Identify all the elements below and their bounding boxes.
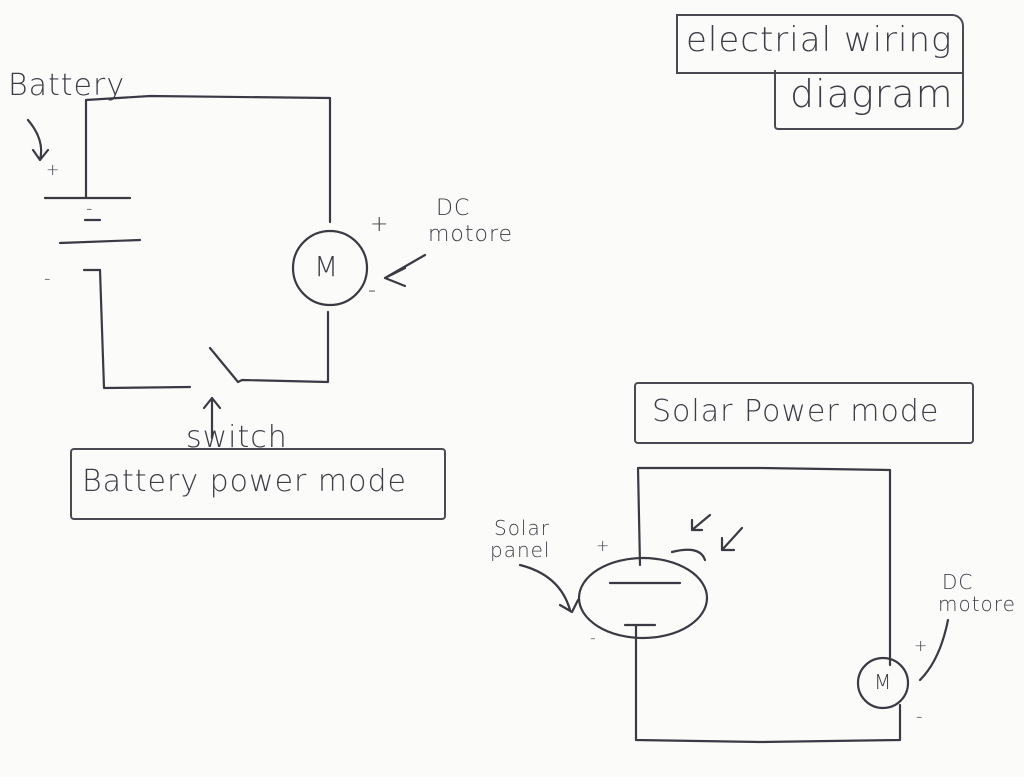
battery-cell-lines — [43, 196, 142, 272]
solar-motor-symbol-label: M — [874, 670, 893, 694]
dc-motor-label-2: motore — [428, 222, 514, 247]
solar-panel-label-2: panel — [490, 538, 551, 562]
dc-motor-symbol-solar — [856, 656, 910, 710]
motor-pointer-arrow-icon — [918, 618, 950, 682]
battery-pointer-arrow-icon — [26, 118, 50, 162]
dc-motor-label: DC — [436, 196, 471, 221]
battery-circuit-wire — [84, 94, 332, 224]
title-box — [676, 14, 964, 74]
battery-minus-sign: - — [86, 198, 94, 219]
dc-motor-symbol — [291, 229, 369, 307]
battery-mode-label: Battery power mode — [82, 464, 407, 499]
battery-circuit-wire-bottom — [98, 268, 330, 390]
title-box-lower — [774, 70, 964, 130]
battery-plus-sign: + — [46, 160, 61, 179]
diagram-title: electrial wiring — [686, 20, 953, 60]
solar-cell-lines — [608, 581, 682, 627]
switch-arrow-icon — [202, 396, 222, 440]
solar-panel-outline — [577, 556, 709, 640]
solar-plus-sign: + — [596, 536, 611, 555]
motor-plus-sign: + — [370, 212, 390, 237]
sunlight-arrows-icon — [670, 513, 744, 562]
solar-motor-plus-sign: + — [914, 636, 929, 655]
solar-mode-label: Solar Power mode — [652, 394, 940, 429]
battery-minus-sign-2: - — [44, 268, 52, 289]
motor-symbol-label: M — [314, 250, 340, 283]
solar-panel-label: Solar — [494, 516, 550, 540]
solar-motor-minus-sign: - — [916, 706, 924, 727]
solar-dc-motor-label-2: motore — [938, 592, 1016, 616]
diagram-title-line2: diagram — [790, 72, 954, 116]
solar-pointer-arrow-icon — [518, 563, 580, 614]
arrow-icon — [383, 253, 427, 288]
solar-mode-box — [634, 382, 974, 444]
solar-circuit-wire — [634, 466, 902, 744]
solar-dc-motor-label: DC — [942, 570, 974, 594]
battery-label: Battery — [8, 68, 126, 103]
solar-minus-sign: - — [590, 628, 597, 647]
motor-minus-sign: - — [368, 278, 377, 303]
battery-mode-box — [70, 448, 446, 520]
